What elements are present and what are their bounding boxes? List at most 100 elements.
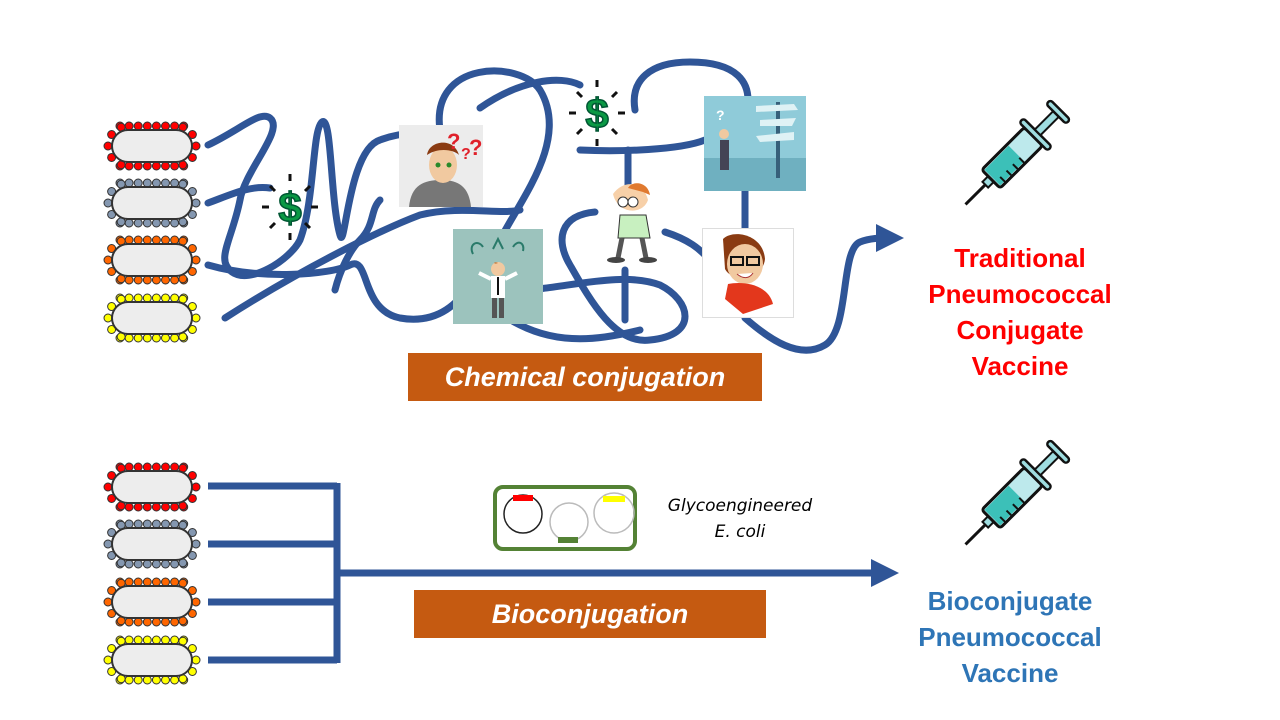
- tangled-path: [516, 208, 689, 344]
- title-line: Traditional: [954, 243, 1086, 273]
- tangled-path: [221, 206, 524, 322]
- chemical-conjugation-label: Chemical conjugation: [408, 353, 762, 401]
- polysaccharide-dot: [151, 275, 161, 285]
- svg-text:?: ?: [461, 146, 471, 163]
- polysaccharide-dot: [170, 275, 180, 285]
- syringe-tick: [1012, 163, 1020, 171]
- title-line: Bioconjugate: [927, 586, 1093, 616]
- polysaccharide-dot: [103, 655, 113, 665]
- tangled-path: [204, 260, 474, 323]
- polysaccharide-dot: [124, 218, 134, 228]
- syringe-needle: [964, 182, 988, 206]
- polysaccharide-dot: [142, 121, 152, 131]
- polysaccharide-dot: [103, 539, 113, 549]
- tangled-path: [204, 112, 454, 280]
- bioconjugate-vaccine-title: Bioconjugate Pneumococcal Vaccine: [900, 583, 1120, 691]
- polysaccharide-dot: [161, 178, 170, 188]
- polysaccharide-dot: [161, 333, 170, 343]
- title-line: Pneumococcal: [928, 279, 1112, 309]
- polysaccharide-dot: [142, 617, 152, 627]
- svg-text:$: $: [585, 90, 608, 137]
- syringe-plunger-head: [1046, 99, 1071, 124]
- syringe-icon: [964, 439, 1071, 546]
- polysaccharide-dot: [124, 502, 134, 512]
- stressed-woman-image: [702, 228, 794, 318]
- polysaccharide-dot: [133, 462, 143, 472]
- syringe-tick: [1018, 157, 1026, 165]
- polysaccharide-dot: [142, 333, 152, 343]
- polysaccharide-dot: [124, 121, 134, 131]
- polysaccharide-dot: [133, 617, 143, 627]
- polysaccharide-dot: [161, 577, 170, 587]
- polysaccharide-dot: [151, 519, 161, 529]
- polysaccharide-dot: [103, 597, 113, 607]
- tangled-path: [661, 228, 709, 259]
- polysaccharide-dot: [133, 675, 143, 685]
- polysaccharide-dot: [103, 482, 113, 492]
- polysaccharide-dot: [170, 121, 180, 131]
- polysaccharide-dot: [133, 502, 143, 512]
- polysaccharide-dot: [133, 218, 143, 228]
- polysaccharide-dot: [133, 577, 143, 587]
- bioconjugation-paths: [208, 482, 899, 664]
- polysaccharide-dot: [133, 235, 143, 245]
- svg-text:$: $: [278, 184, 301, 231]
- title-line: Conjugate: [956, 315, 1084, 345]
- serotype-bacteria-group-top: [103, 121, 201, 343]
- polysaccharide-dot: [124, 559, 134, 569]
- serotype-bacteria-group-bottom: [103, 462, 201, 685]
- polysaccharide-dot: [170, 635, 180, 645]
- polysaccharide-dot: [151, 617, 161, 627]
- tangled-path: [435, 67, 644, 343]
- polysaccharide-dot: [170, 161, 180, 171]
- polysaccharide-dot: [124, 235, 134, 245]
- polysaccharide-dot: [161, 293, 170, 303]
- polysaccharide-dot: [103, 255, 113, 265]
- polysaccharide-dot: [151, 161, 161, 171]
- confused-man-question-marks-image: ???: [399, 125, 483, 207]
- plasmid-icon: [593, 492, 635, 534]
- polysaccharide-dot: [191, 655, 201, 665]
- polysaccharide-dot: [142, 675, 152, 685]
- polysaccharide-dot: [161, 519, 170, 529]
- caption-line: Glycoengineered: [667, 496, 813, 516]
- polysaccharide-dot: [142, 161, 152, 171]
- polysaccharide-dot: [133, 559, 143, 569]
- polysaccharide-dot: [151, 293, 161, 303]
- traditional-vaccine-title: Traditional Pneumococcal Conjugate Vacci…: [920, 240, 1120, 384]
- polysaccharide-dot: [133, 275, 143, 285]
- svg-text:?: ?: [447, 129, 460, 154]
- bacterium-yellow: [103, 635, 201, 685]
- polysaccharide-dot: [133, 121, 143, 131]
- syringe-tick: [1005, 509, 1013, 517]
- syringe-tick: [999, 516, 1007, 524]
- svg-text:?: ?: [469, 135, 482, 160]
- bacterium-orange: [103, 577, 201, 627]
- bacterium-grey: [103, 178, 201, 228]
- polysaccharide-dot: [170, 502, 180, 512]
- polysaccharide-dot: [151, 462, 161, 472]
- polysaccharide-dot: [103, 198, 113, 208]
- polysaccharide-dot: [133, 178, 143, 188]
- polysaccharide-dot: [170, 293, 180, 303]
- syringe-tick: [1018, 497, 1026, 505]
- syringe-tick: [1005, 169, 1013, 177]
- bacterium-body: [111, 186, 193, 220]
- polysaccharide-dot: [142, 462, 152, 472]
- polysaccharide-dot: [142, 635, 152, 645]
- polysaccharide-dot: [151, 577, 161, 587]
- polysaccharide-dot: [142, 519, 152, 529]
- polysaccharide-dot: [133, 161, 143, 171]
- polysaccharide-dot: [161, 559, 170, 569]
- polysaccharide-dot: [161, 502, 170, 512]
- bacterium-body: [111, 301, 193, 335]
- dollar-sign-icon: $: [565, 78, 629, 148]
- polysaccharide-dot: [142, 559, 152, 569]
- polysaccharide-dot: [161, 121, 170, 131]
- tangled-path: [576, 136, 709, 155]
- syringe-plunger-head: [1046, 439, 1071, 464]
- polysaccharide-dot: [124, 519, 134, 529]
- polysaccharide-dot: [142, 502, 152, 512]
- syringe-fluid: [984, 485, 1025, 526]
- polysaccharide-dot: [124, 275, 134, 285]
